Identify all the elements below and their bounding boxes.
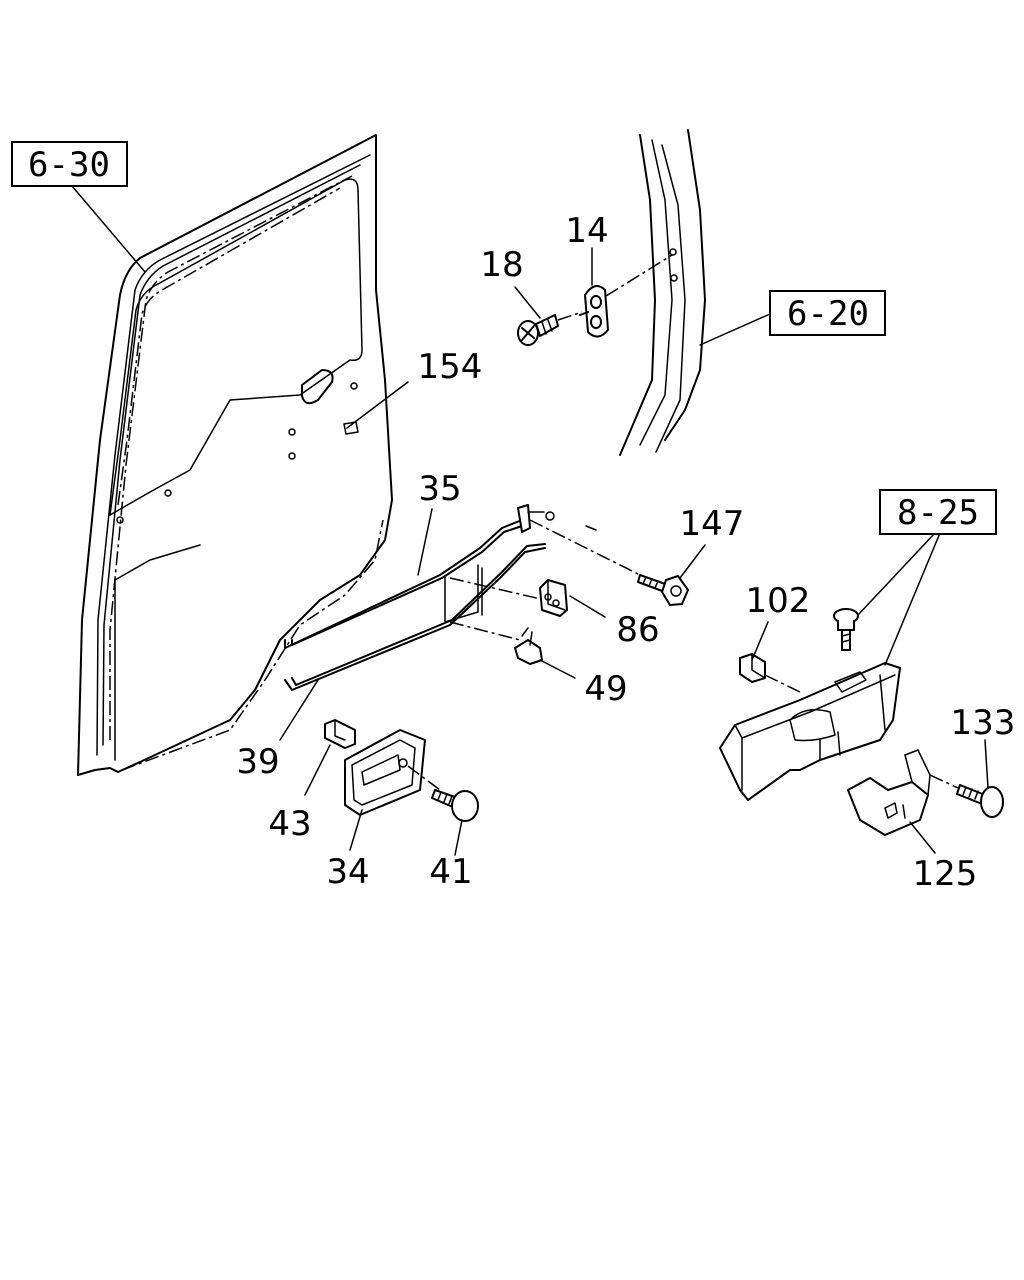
- ref-label-8-25: 8-25: [897, 493, 979, 533]
- ref-box-8-25: 8-25: [879, 489, 997, 535]
- screw-41: [431, 789, 479, 822]
- part-label-154: 154: [418, 347, 483, 387]
- inner-handle: [344, 729, 441, 816]
- ref-box-6-30: 6-30: [11, 141, 128, 187]
- ref-label-6-30: 6-30: [28, 145, 110, 185]
- part-label-147: 147: [680, 504, 745, 544]
- ref-label-6-20: 6-20: [787, 294, 869, 334]
- part-label-43: 43: [268, 804, 311, 844]
- part-label-133: 133: [951, 703, 1016, 743]
- part-label-14: 14: [565, 211, 608, 251]
- armrest-switch-panel: [719, 662, 901, 801]
- lock-rods: [284, 504, 641, 691]
- leader-lines: [71, 185, 989, 856]
- screw-133: [929, 774, 1004, 818]
- part-label-39: 39: [236, 742, 279, 782]
- cap-43: [324, 719, 356, 749]
- part-label-49: 49: [584, 669, 627, 709]
- part-label-41: 41: [429, 852, 472, 892]
- part-label-34: 34: [326, 852, 369, 892]
- part-label-18: 18: [480, 245, 523, 285]
- door-panel: [77, 134, 393, 776]
- body-pillar: [619, 129, 706, 456]
- striker-screw: [517, 311, 583, 346]
- ref-box-6-20: 6-20: [769, 290, 886, 336]
- bolt-147: [637, 574, 689, 606]
- clip-102: [739, 653, 801, 693]
- part-label-125: 125: [913, 854, 978, 894]
- part-label-86: 86: [616, 610, 659, 650]
- bracket-125: [847, 749, 931, 836]
- door-striker: [579, 254, 673, 338]
- switch-bolt: [833, 608, 859, 651]
- rod-clip: [539, 579, 568, 617]
- part-label-35: 35: [418, 469, 461, 509]
- rod-holder-clip: [514, 627, 543, 665]
- part-label-102: 102: [746, 581, 811, 621]
